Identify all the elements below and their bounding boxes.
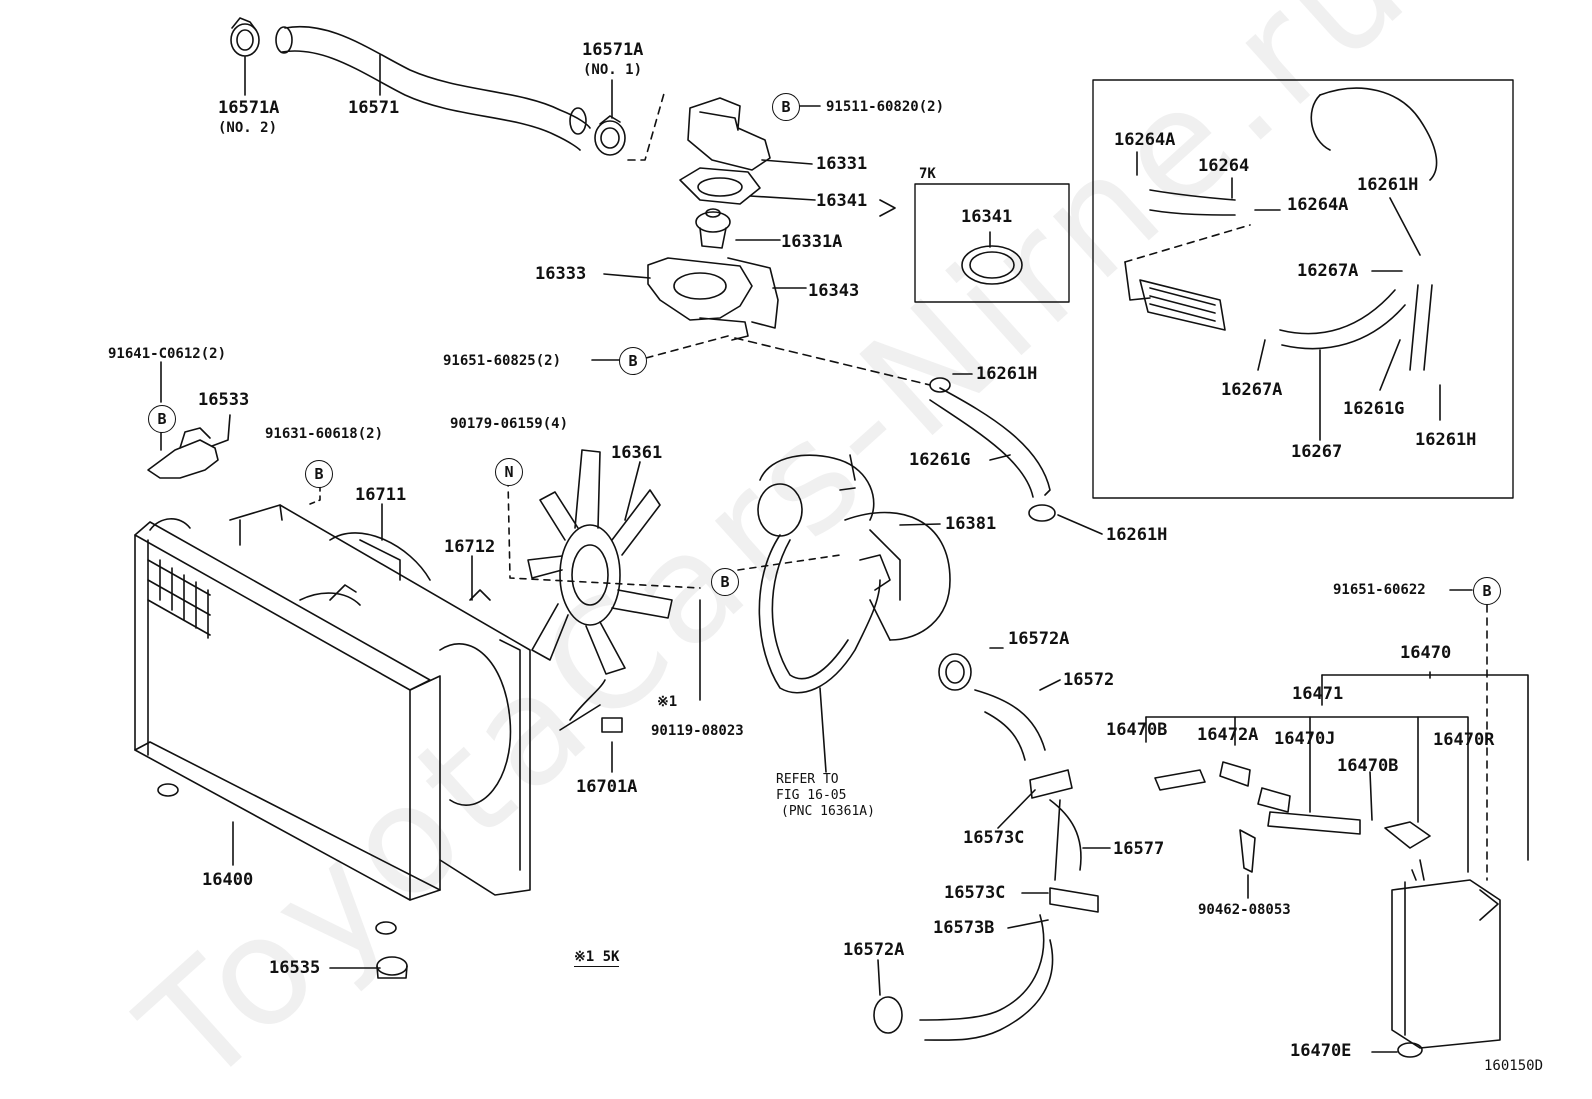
part-label: 16711: [355, 485, 407, 505]
part-label: 16267A: [1297, 261, 1359, 281]
part-label: 16571A: [582, 40, 644, 60]
circle-n-marker: N: [495, 458, 523, 486]
part-label: 16261H: [1357, 175, 1419, 195]
part-label: 16261H: [1415, 430, 1477, 450]
part-label: 16341: [816, 191, 868, 211]
part-label: 16264: [1198, 156, 1250, 176]
callout-code: 7K: [919, 166, 936, 182]
part-label: 16571A: [218, 98, 280, 118]
part-label: 16470B: [1337, 756, 1399, 776]
part-label: 16331A: [781, 232, 843, 252]
circle-b-marker: B: [1473, 577, 1501, 605]
part-label: 91511-60820(2): [826, 99, 945, 115]
footnote-marker: ※1: [657, 694, 678, 710]
part-label: 16573C: [963, 828, 1025, 848]
overflow-tank-drawing: [1124, 87, 1438, 371]
upper-hose-drawing: [230, 17, 626, 156]
circle-b-marker: B: [619, 347, 647, 375]
part-label: 16470B: [1106, 720, 1168, 740]
part-label: 16577: [1113, 839, 1165, 859]
part-label: 16261H: [1106, 525, 1168, 545]
part-label: 91631-60618(2): [265, 426, 384, 442]
circle-b-marker: B: [305, 460, 333, 488]
part-label: 16261H: [976, 364, 1038, 384]
part-label: 16533: [198, 390, 250, 410]
part-sublabel: (NO. 1): [583, 62, 643, 78]
part-label: 90462-08053: [1198, 902, 1291, 918]
circle-b-marker: B: [148, 405, 176, 433]
part-label: 16400: [202, 870, 254, 890]
part-label: 16470E: [1290, 1041, 1352, 1061]
footnote: ※1 5K: [574, 949, 620, 967]
part-label: 16267: [1291, 442, 1343, 462]
part-label: 16535: [269, 958, 321, 978]
part-label: 16571: [348, 98, 400, 118]
part-label: 16573C: [944, 883, 1006, 903]
part-label: 16381: [945, 514, 997, 534]
part-label: 91651-60825(2): [443, 353, 562, 369]
part-label: 16343: [808, 281, 860, 301]
circle-b-marker: B: [711, 568, 739, 596]
part-sublabel: (NO. 2): [218, 120, 278, 136]
part-label: 16712: [444, 537, 496, 557]
circle-b-marker: B: [772, 93, 800, 121]
part-label: 16261G: [909, 450, 971, 470]
part-label: 16470R: [1433, 730, 1495, 750]
part-label: 16261G: [1343, 399, 1405, 419]
water-pump-drawing: [757, 454, 951, 641]
part-label: 90179-06159(4): [450, 416, 569, 432]
part-label: 16331: [816, 154, 868, 174]
part-label: 16572: [1063, 670, 1115, 690]
part-label: 16472A: [1197, 725, 1259, 745]
figure-code: 160150D: [1484, 1058, 1544, 1074]
callout-part-label: 16341: [961, 207, 1013, 227]
refer-note-line: (PNC 16361A): [781, 804, 875, 819]
coolant-reservoir-drawing: [1154, 761, 1501, 1058]
part-label: 16264A: [1114, 130, 1176, 150]
lower-hose-drawing: [873, 653, 1099, 1041]
part-label: 16701A: [576, 777, 638, 797]
part-label: 16264A: [1287, 195, 1349, 215]
radiator-drawing: [134, 504, 531, 935]
part-label: 16573B: [933, 918, 995, 938]
part-label: 16470J: [1274, 729, 1336, 749]
part-label: 16572A: [1008, 629, 1070, 649]
part-label: 16572A: [843, 940, 905, 960]
thermostat-housing-drawing: [647, 97, 779, 341]
refer-note-line: REFER TO: [776, 772, 839, 787]
refer-note-line: FIG 16-05: [776, 788, 847, 803]
part-label: 16471: [1292, 684, 1344, 704]
part-label: 91651-60622: [1333, 582, 1426, 598]
bracket-drawing: [147, 427, 219, 479]
part-label: 16361: [611, 443, 663, 463]
part-label: 91641-C0612(2): [108, 346, 227, 362]
part-label: 90119-08023: [651, 723, 744, 739]
part-label: 16267A: [1221, 380, 1283, 400]
part-label: 16333: [535, 264, 587, 284]
part-label: 16470: [1400, 643, 1452, 663]
fan-drawing: [527, 449, 673, 675]
